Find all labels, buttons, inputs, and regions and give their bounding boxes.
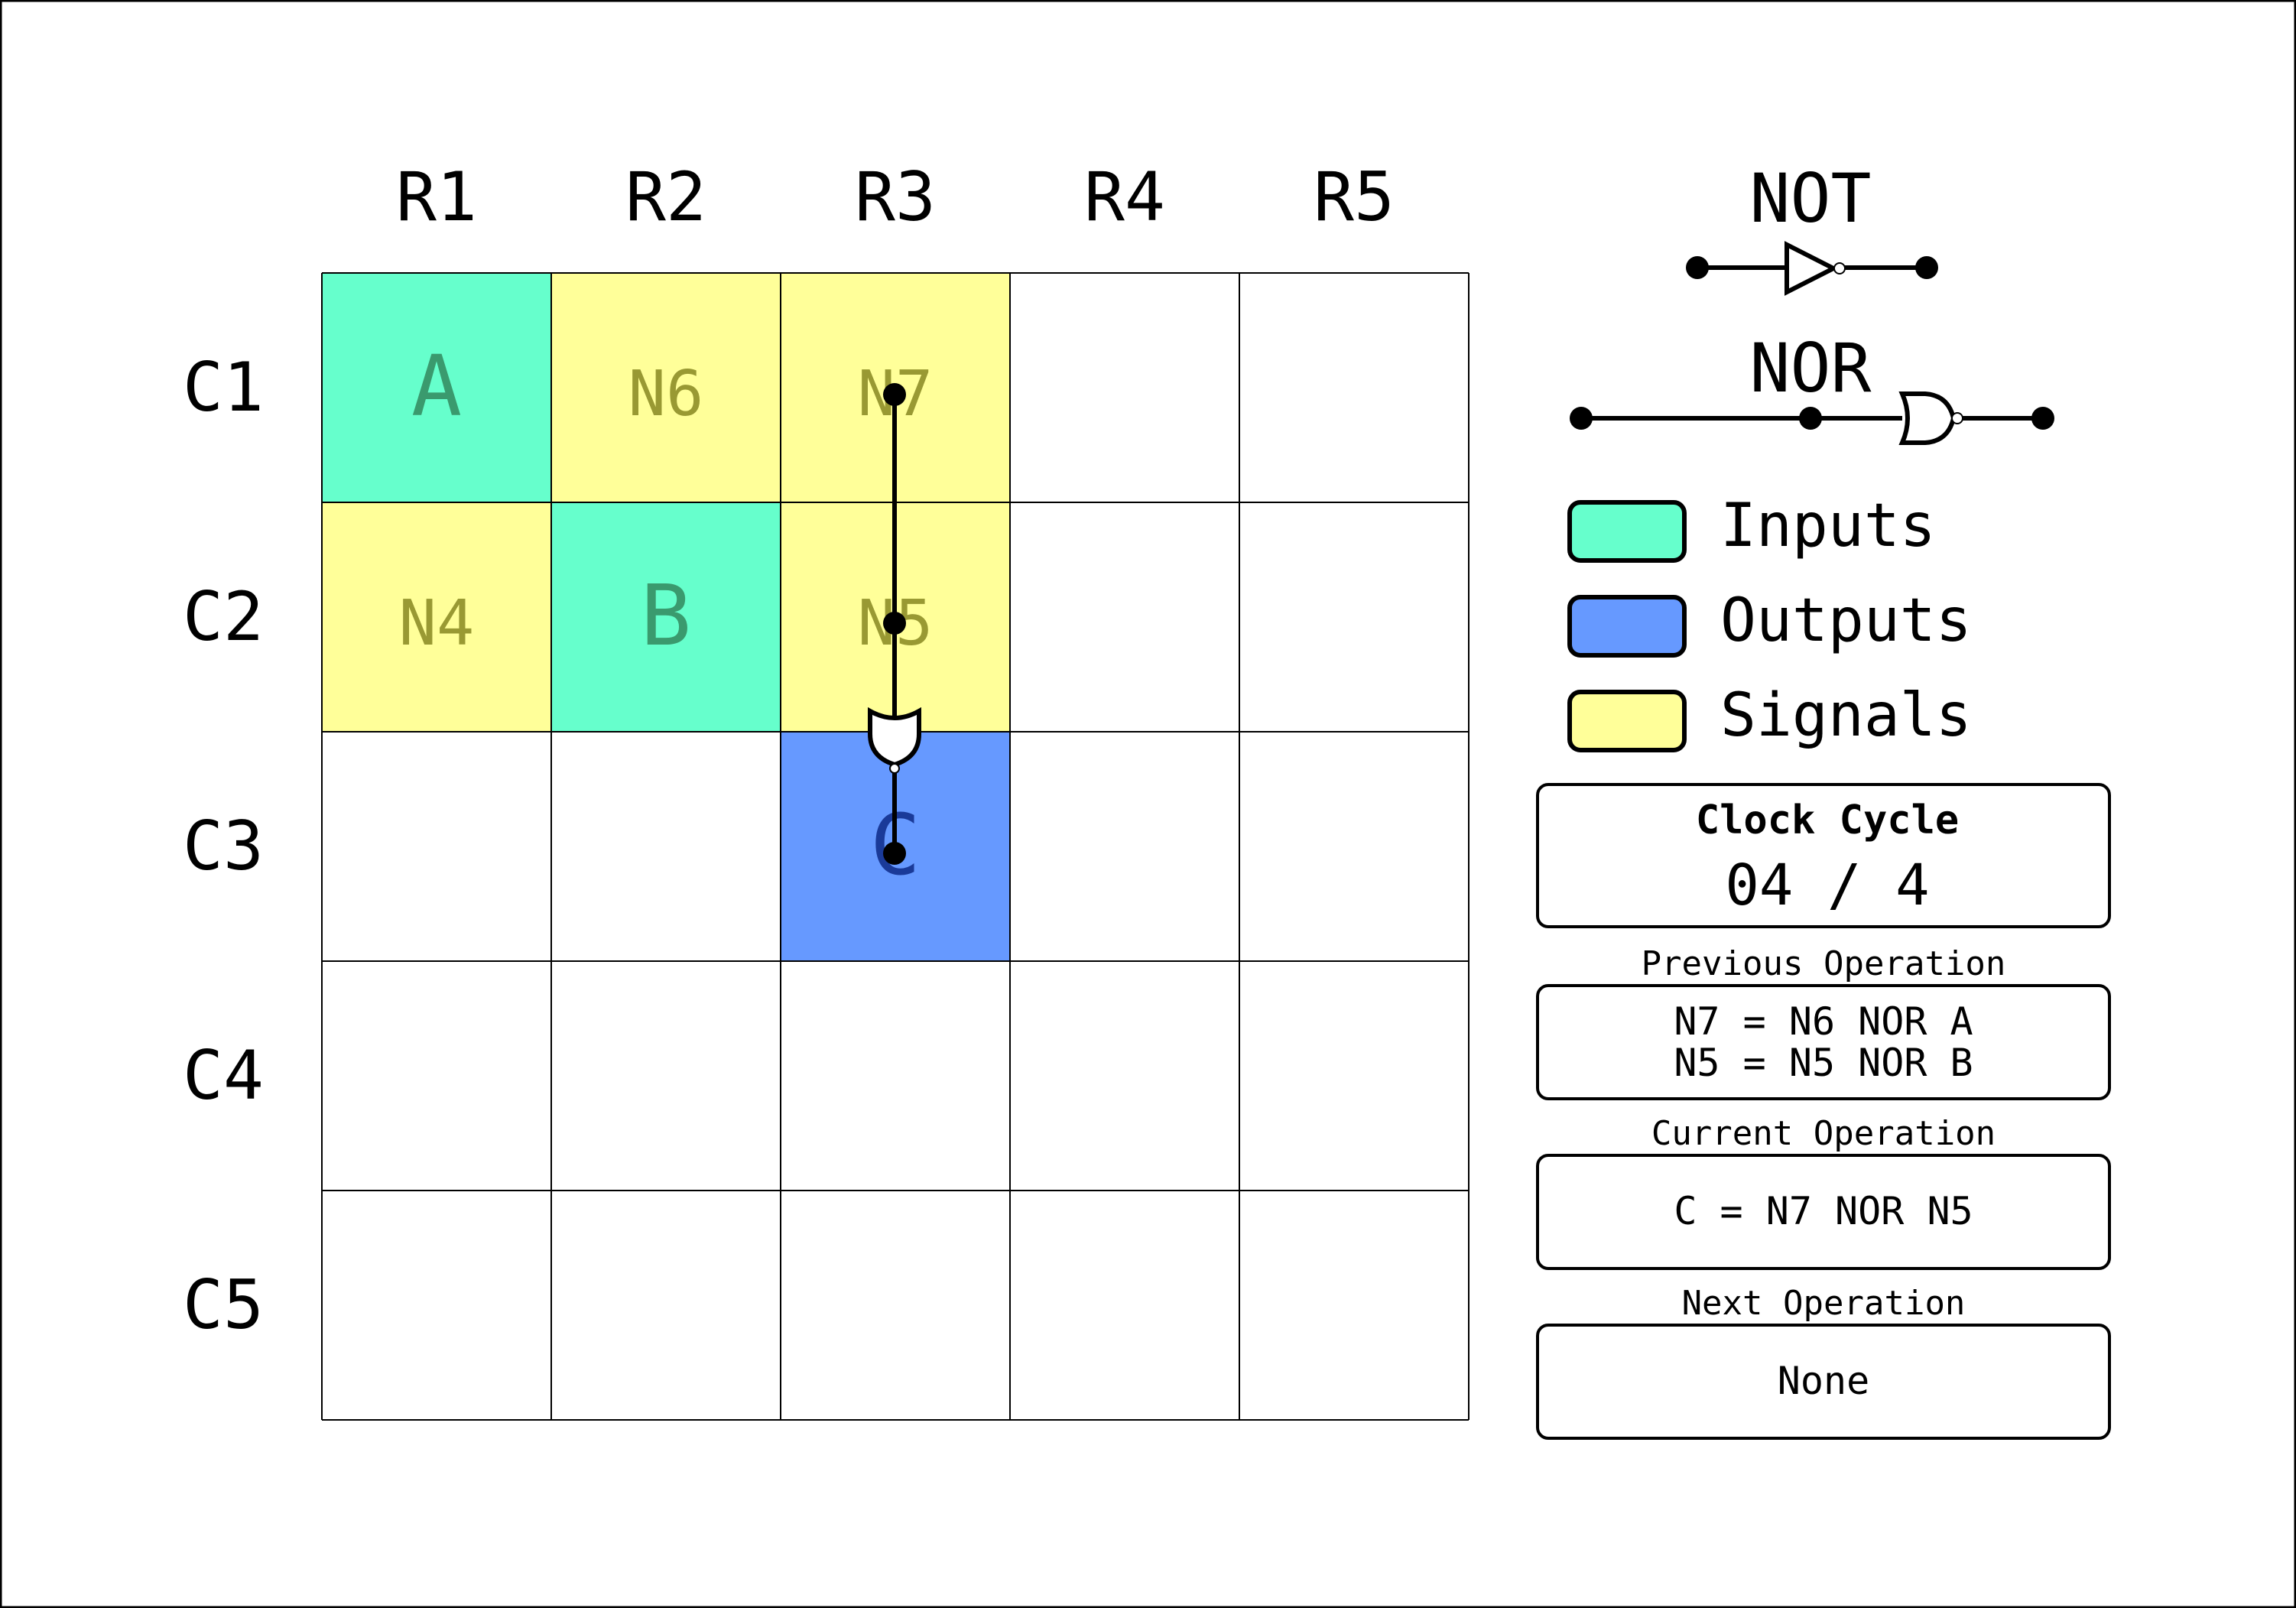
not-node-right (1915, 256, 1938, 279)
nor-wire (868, 383, 921, 865)
grid-cell-input (322, 273, 551, 502)
legend-swatch (1567, 690, 1687, 752)
current-operation-box (1536, 1154, 2111, 1270)
cell-label: N6 (628, 358, 704, 430)
not-node-left (1686, 256, 1709, 279)
nor-key-bubble-icon (1951, 412, 1963, 424)
previous-operation-title: Previous Operation (1642, 944, 2006, 983)
column-header: R3 (855, 158, 936, 236)
previous-operation-line: N7 = N6 NOR A (1674, 999, 1973, 1044)
column-header: R5 (1314, 158, 1395, 236)
not-bubble-icon (1833, 262, 1846, 274)
row-header: C5 (183, 1265, 264, 1344)
legend-label: Signals (1720, 681, 1972, 750)
clock-cycle-title: Clock Cycle (1696, 798, 1959, 843)
legend-swatch (1567, 595, 1687, 658)
row-header: C3 (183, 807, 264, 885)
nor-key-gate-icon (1898, 391, 1957, 445)
wire-node-n7 (883, 383, 906, 406)
column-header: R1 (396, 158, 477, 236)
not-gate-icon (1785, 241, 1839, 296)
next-operation-panel: Next Operation None (1536, 1284, 2111, 1440)
nor-label: NOR (1750, 329, 1872, 408)
current-operation-title: Current Operation (1651, 1114, 1996, 1153)
nor-node-left (1570, 407, 1593, 430)
wire-node-c (883, 842, 906, 865)
legend-label: Outputs (1720, 586, 1972, 655)
grid-cell-signal (322, 502, 551, 732)
previous-operation-box (1536, 984, 2111, 1100)
previous-operation-panel: Previous Operation N7 = N6 NOR A N5 = N5… (1536, 944, 2111, 1100)
column-header: R4 (1084, 158, 1165, 236)
cell-fills (322, 273, 1010, 961)
cell-label: B (641, 567, 691, 664)
column-headers: R1 R2 R3 R4 R5 (396, 158, 1395, 236)
next-operation-box (1536, 1324, 2111, 1440)
row-header: C1 (183, 348, 264, 427)
nor-node-right (2031, 407, 2054, 430)
wire-node-n5 (883, 612, 906, 635)
nor-bubble-icon (889, 763, 900, 774)
row-header: C2 (183, 577, 264, 656)
current-operation-line: C = N7 NOR N5 (1674, 1189, 1973, 1233)
cell-label: A (411, 337, 462, 435)
grid-cell-input (551, 502, 781, 732)
gate-key: NOT NOR (1570, 159, 2054, 445)
clock-cycle-panel: Clock Cycle 04 / 4 (1536, 783, 2111, 928)
nor-gate-icon (868, 707, 921, 768)
row-header: C4 (183, 1036, 264, 1115)
previous-operation-line: N5 = N5 NOR B (1674, 1041, 1973, 1085)
current-operation-panel: Current Operation C = N7 NOR N5 (1536, 1114, 2111, 1270)
clock-cycle-value: 04 / 4 (1725, 853, 1929, 918)
next-operation-line: None (1778, 1359, 1869, 1403)
cell-label: N4 (399, 587, 475, 660)
nor-node-mid (1799, 407, 1822, 430)
grid-cell-signal (551, 273, 781, 502)
legend-swatch (1567, 500, 1687, 563)
column-header: R2 (625, 158, 706, 236)
clock-cycle-box (1536, 783, 2111, 928)
legend-label: Inputs (1720, 492, 1936, 560)
not-label: NOT (1750, 159, 1872, 238)
next-operation-title: Next Operation (1682, 1284, 1966, 1323)
